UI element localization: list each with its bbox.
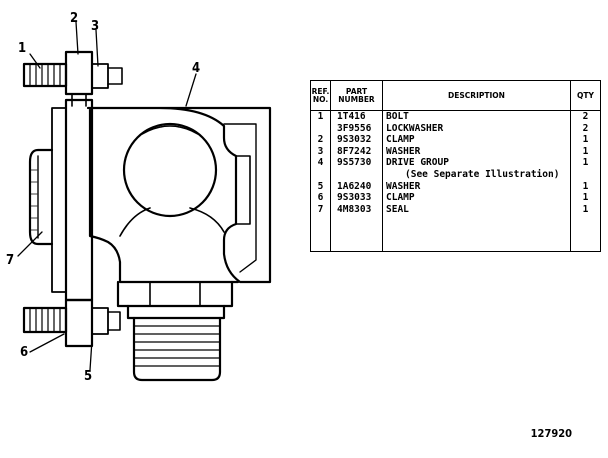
qty-cell: 1: [582, 134, 589, 146]
seal: [28, 148, 54, 246]
qty-cell: 1: [582, 192, 589, 204]
part-number-cell: 9S3032: [337, 134, 372, 146]
ref-cell: 7: [317, 203, 324, 215]
leader-lines: [17, 21, 197, 371]
callout-7: 7: [6, 253, 15, 268]
description-cell: BOLT: [386, 111, 409, 122]
description-cell: WASHER: [386, 180, 421, 192]
part-number-cell: 9S3033: [337, 192, 372, 204]
ref-cell: 6: [317, 192, 324, 204]
callout-3: 3: [91, 19, 100, 34]
callout-5: 5: [84, 369, 93, 384]
description-cell: CLAMP: [386, 134, 415, 146]
ref-cell: 4: [317, 157, 324, 169]
qty-cell: [571, 169, 600, 181]
callout-1: 1: [18, 41, 27, 56]
upper-bolt: [22, 62, 123, 89]
ref-cell: [311, 123, 330, 135]
header-ref: REF. NO.: [310, 80, 331, 111]
qty-cell: 2: [582, 122, 589, 134]
qty-cell: 1: [582, 180, 589, 192]
figure-number: 127920: [530, 427, 572, 440]
description-cell: WASHER: [386, 145, 421, 157]
qty-cell: 2: [582, 111, 589, 122]
part-number-cell: 8F7242: [337, 145, 372, 157]
upper-clamp: [64, 50, 94, 107]
ref-cell: 3: [317, 145, 324, 157]
qty-cell: 1: [582, 145, 589, 157]
lower-bolt: [22, 306, 121, 335]
part-number-cell: 9S5730: [337, 157, 372, 169]
drive-group-housing: [86, 106, 272, 284]
drive-fitting: [116, 280, 234, 382]
part-number-cell: [331, 169, 382, 181]
header-qty: QTY: [570, 80, 601, 111]
header-description: DESCRIPTION: [382, 80, 571, 111]
ref-cell: 2: [317, 134, 324, 146]
ref-cell: 5: [317, 180, 324, 192]
lower-clamp: [64, 298, 94, 348]
part-number-cell: 1T416: [337, 111, 366, 122]
ref-cell: [311, 169, 330, 181]
header-part-number: PART NUMBER: [330, 80, 383, 111]
mounting-flange: [51, 98, 94, 302]
description-cell: CLAMP: [386, 192, 415, 204]
part-number-cell: 1A6240: [337, 180, 372, 192]
description-cell: SEAL: [386, 203, 409, 215]
callout-2: 2: [70, 11, 79, 26]
description-cell: (See Separate Illustration): [405, 168, 560, 180]
part-number-cell: 3F9556: [337, 122, 372, 134]
part-number-cell: 4M8303: [337, 203, 372, 215]
ref-cell: 1: [317, 111, 324, 122]
callout-4: 4: [192, 61, 201, 76]
callout-6: 6: [20, 345, 29, 360]
description-cell: DRIVE GROUP: [386, 157, 449, 169]
qty-cell: 1: [582, 157, 589, 169]
qty-cell: 1: [582, 203, 589, 215]
description-cell: LOCKWASHER: [386, 122, 444, 134]
